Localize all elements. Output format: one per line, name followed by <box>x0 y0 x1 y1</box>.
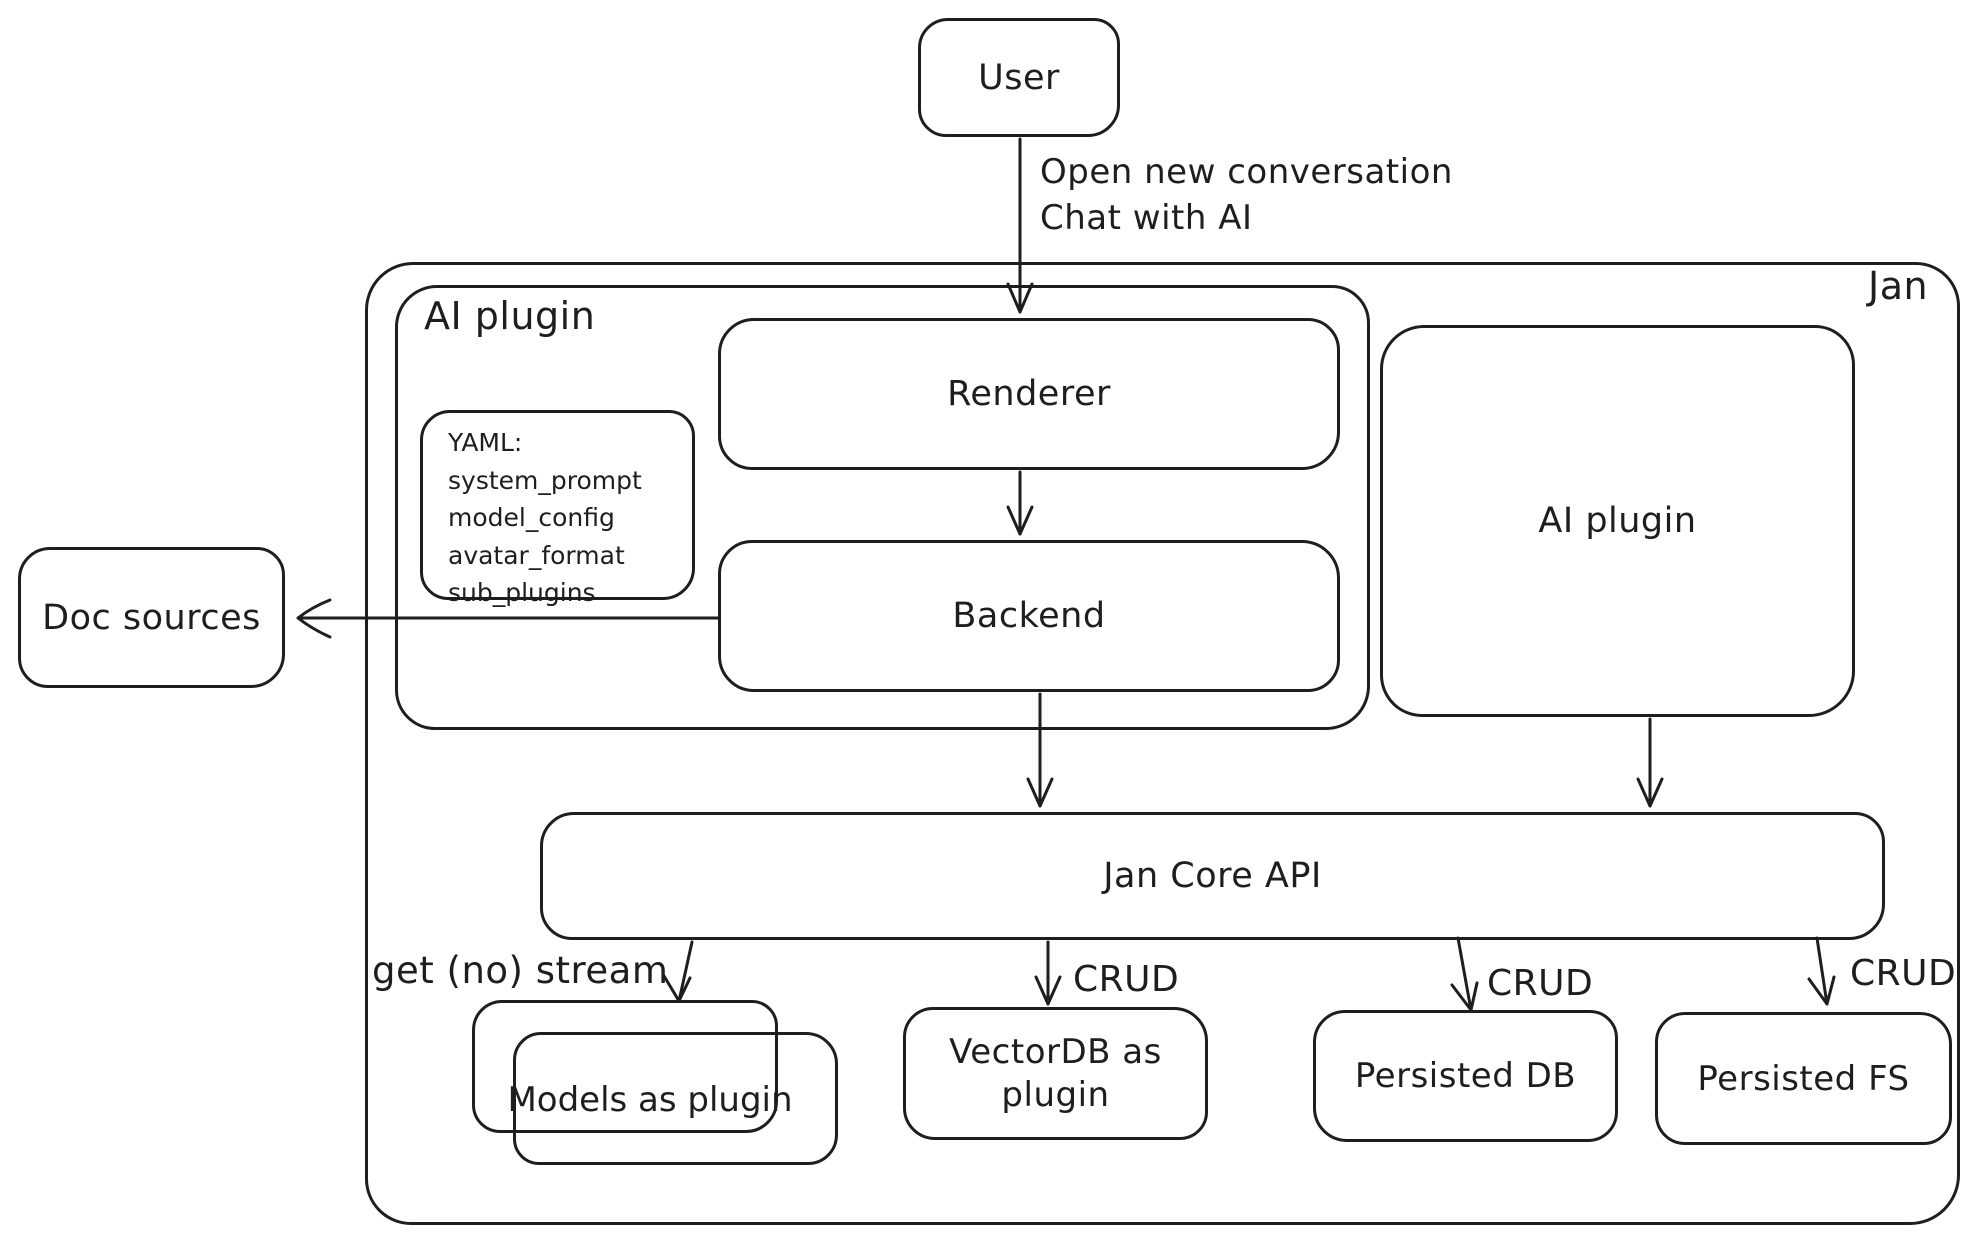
jan-core-api-node: Jan Core API <box>540 812 1885 940</box>
renderer-node-label: Renderer <box>947 374 1111 414</box>
ai-plugin-node: AI plugin <box>1380 325 1855 717</box>
yaml-note-line: system_prompt <box>448 465 642 495</box>
crud-persisted-db-edge-label: CRUD <box>1487 963 1594 1004</box>
crud-persisted-fs-edge-label: CRUD <box>1850 953 1957 994</box>
renderer-node: Renderer <box>718 318 1340 470</box>
get-no-stream-edge-label: get (no) stream <box>372 949 669 992</box>
persisted-fs-node: Persisted FS <box>1655 1012 1952 1145</box>
doc-sources-node-label: Doc sources <box>42 597 261 638</box>
persisted-fs-label: Persisted FS <box>1697 1058 1910 1099</box>
yaml-note-line: YAML: <box>448 428 523 457</box>
yaml-note-line: avatar_format <box>448 540 625 570</box>
models-as-plugin-label: Models as plugin <box>507 1079 793 1120</box>
user-flow-edge-label: Open new conversation Chat with AI <box>1040 152 1453 238</box>
doc-sources-node: Doc sources <box>18 547 285 688</box>
jan-container-box <box>365 262 1960 1225</box>
yaml-note-line: sub_plugins <box>448 578 596 607</box>
models-as-plugin-back-box <box>472 1000 778 1133</box>
persisted-db-node: Persisted DB <box>1313 1010 1618 1142</box>
yaml-note-line: model_config <box>448 503 615 532</box>
user-node: User <box>918 18 1120 137</box>
backend-node: Backend <box>718 540 1340 692</box>
backend-node-label: Backend <box>952 596 1106 636</box>
vectordb-as-plugin-node: VectorDB as plugin <box>903 1007 1208 1140</box>
ai-plugin-node-label: AI plugin <box>1538 501 1697 541</box>
user-node-label: User <box>978 57 1060 98</box>
ai-plugin-container-label: AI plugin <box>424 294 596 338</box>
crud-vectordb-edge-label: CRUD <box>1073 959 1180 1000</box>
yaml-note-text: YAML: system_prompt model_config avatar_… <box>448 424 688 612</box>
jan-core-api-node-label: Jan Core API <box>1103 856 1322 896</box>
models-as-plugin-front-box <box>513 1032 838 1165</box>
jan-container-label: Jan <box>1868 264 1929 308</box>
vectordb-as-plugin-label: VectorDB as plugin <box>949 1032 1162 1115</box>
persisted-db-label: Persisted DB <box>1354 1056 1577 1096</box>
ai-plugin-container-box <box>395 285 1370 730</box>
